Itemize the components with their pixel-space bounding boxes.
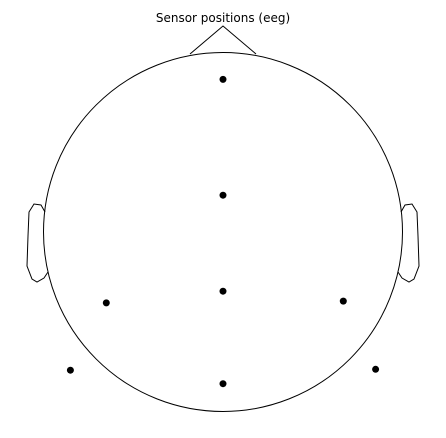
head-circle [43, 52, 403, 412]
sensor-layer [66, 75, 380, 388]
sensor-marker [66, 366, 74, 374]
nose [189, 25, 257, 55]
sensor-marker [102, 299, 110, 307]
figure-title: Sensor positions (eeg) [155, 11, 291, 25]
sensor-marker [339, 297, 347, 305]
sensor-marker [219, 75, 227, 83]
sensor-marker [219, 191, 227, 199]
head-outline [26, 25, 420, 412]
right-ear [397, 203, 420, 283]
left-ear [26, 203, 49, 283]
sensor-marker [219, 380, 227, 388]
sensor-marker [219, 287, 227, 295]
sensor-marker [372, 365, 380, 373]
